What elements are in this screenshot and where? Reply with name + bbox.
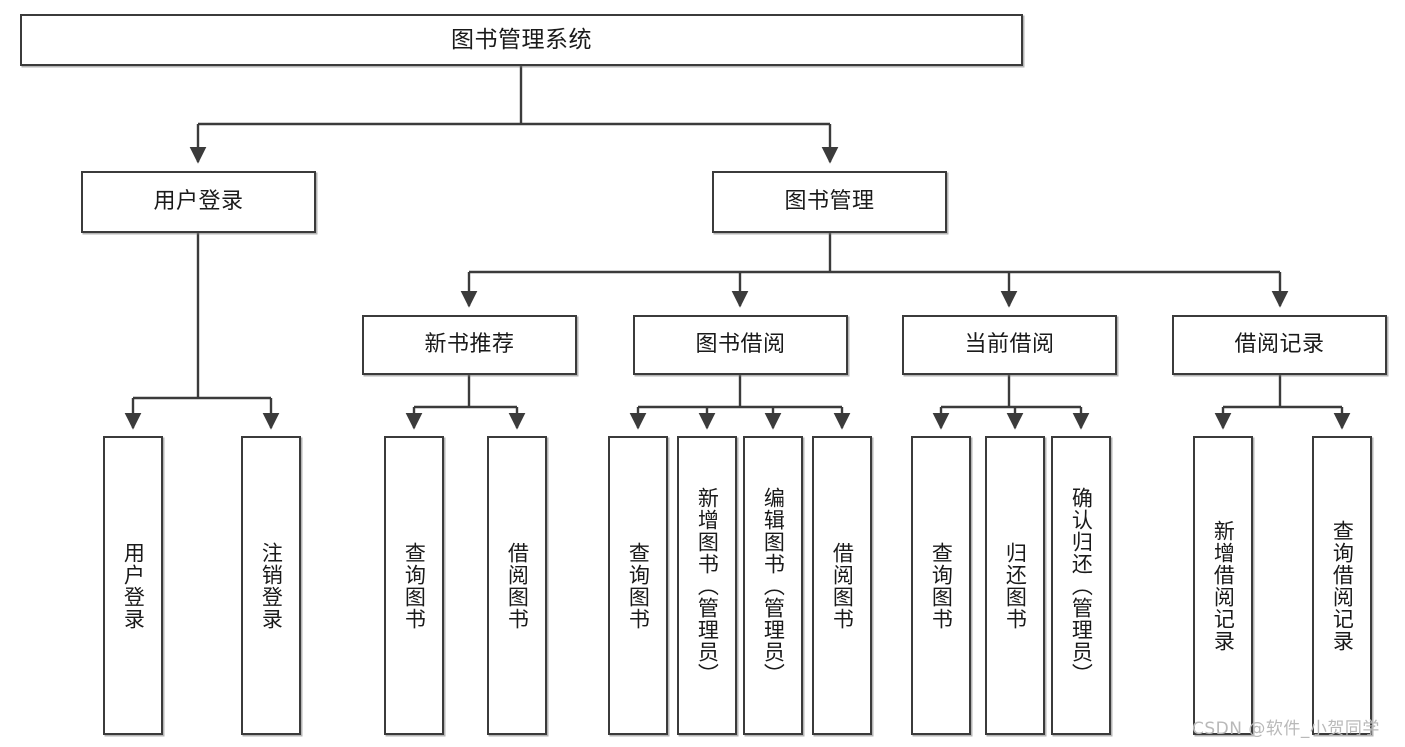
csdn-watermark: CSDN @软件_小贺同学	[1192, 719, 1380, 739]
node-label: 当前借阅	[964, 332, 1055, 358]
node-label: 图书管理系统	[451, 26, 592, 53]
node-label: 新增图书（管理员）	[695, 486, 720, 685]
node-label: 用户登录	[121, 541, 146, 630]
node-label: 借阅记录	[1234, 332, 1325, 358]
node-label: 借阅图书	[505, 541, 530, 630]
leaf-book-borrow-borrow[interactable]: 借阅图书	[812, 436, 872, 735]
node-book-borrow[interactable]: 图书借阅	[633, 315, 848, 375]
node-new-book-recommend[interactable]: 新书推荐	[362, 315, 577, 375]
leaf-book-borrow-add[interactable]: 新增图书（管理员）	[677, 436, 737, 735]
node-label: 图书借阅	[695, 332, 786, 358]
leaf-current-borrow-return[interactable]: 归还图书	[985, 436, 1045, 735]
node-book-management[interactable]: 图书管理	[712, 171, 947, 233]
node-label: 图书管理	[784, 189, 875, 215]
node-label: 确认归还（管理员）	[1069, 486, 1094, 685]
node-label: 查询图书	[929, 541, 954, 630]
leaf-user-login-logout[interactable]: 注销登录	[241, 436, 301, 735]
node-user-login[interactable]: 用户登录	[81, 171, 316, 233]
node-label: 查询借阅记录	[1330, 519, 1355, 652]
node-label: 编辑图书（管理员）	[761, 486, 786, 685]
leaf-book-borrow-query[interactable]: 查询图书	[608, 436, 668, 735]
node-current-borrow[interactable]: 当前借阅	[902, 315, 1117, 375]
node-label: 归还图书	[1003, 541, 1028, 630]
node-borrow-record[interactable]: 借阅记录	[1172, 315, 1387, 375]
leaf-new-book-borrow[interactable]: 借阅图书	[487, 436, 547, 735]
node-label: 查询图书	[626, 541, 651, 630]
node-label: 查询图书	[402, 541, 427, 630]
leaf-borrow-record-query[interactable]: 查询借阅记录	[1312, 436, 1372, 735]
leaf-borrow-record-add[interactable]: 新增借阅记录	[1193, 436, 1253, 735]
node-root-system[interactable]: 图书管理系统	[20, 14, 1023, 66]
node-label: 注销登录	[259, 541, 284, 630]
leaf-current-borrow-query[interactable]: 查询图书	[911, 436, 971, 735]
leaf-user-login-login[interactable]: 用户登录	[103, 436, 163, 735]
leaf-book-borrow-edit[interactable]: 编辑图书（管理员）	[743, 436, 803, 735]
node-label: 新增借阅记录	[1211, 519, 1236, 652]
node-label: 用户登录	[153, 189, 244, 215]
node-label: 借阅图书	[830, 541, 855, 630]
leaf-current-borrow-confirm-return[interactable]: 确认归还（管理员）	[1051, 436, 1111, 735]
leaf-new-book-query[interactable]: 查询图书	[384, 436, 444, 735]
node-label: 新书推荐	[424, 332, 515, 358]
